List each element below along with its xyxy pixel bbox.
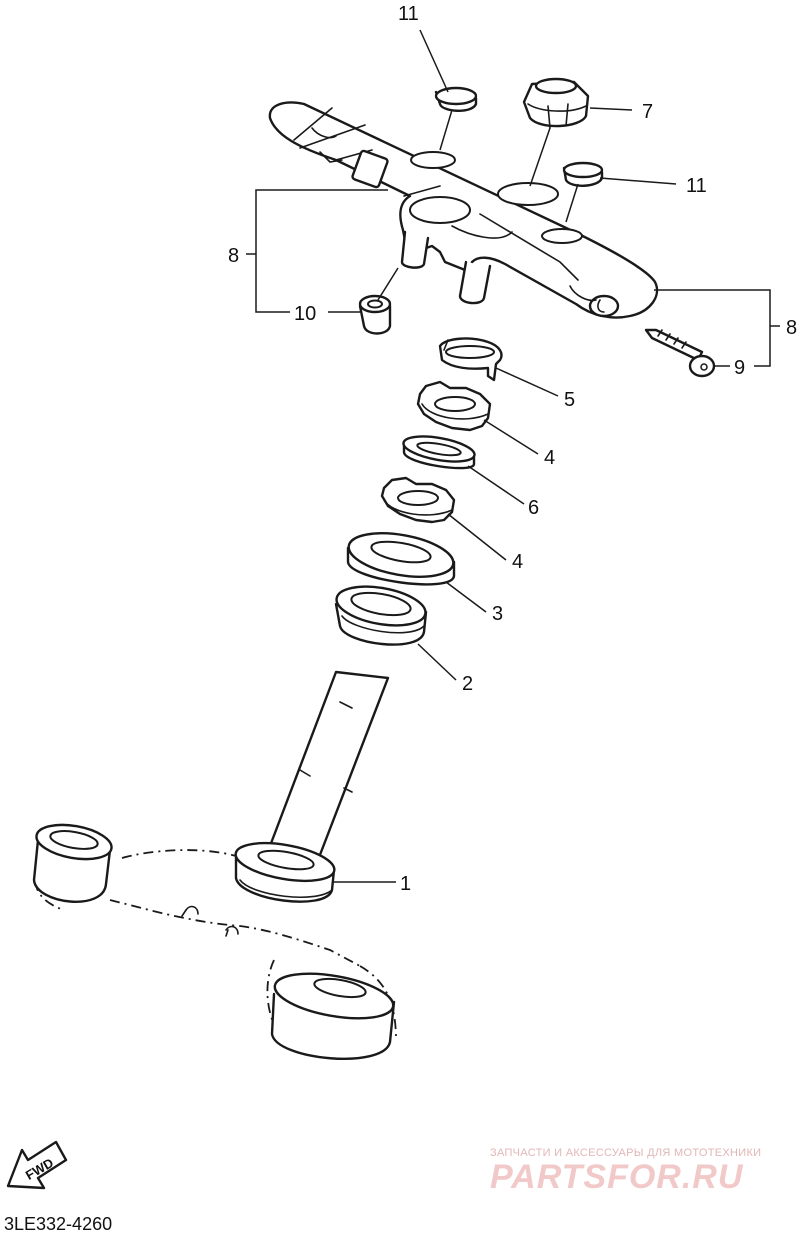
callout-labels: 11 7 11 8 10 8 9 5 4 6 4 3 2 1	[228, 3, 797, 895]
watermark-logo: PARTSFOR.RU	[490, 1158, 744, 1196]
watermark-tagline: ЗАПЧАСТИ И АКСЕССУАРЫ ДЛЯ МОТОТЕХНИКИ	[490, 1147, 761, 1159]
bearing-part-2[interactable]	[334, 580, 429, 646]
steering-stem-part-1[interactable]	[32, 670, 397, 1060]
callout-4-lower: 4	[512, 551, 523, 573]
callout-9: 9	[734, 357, 745, 379]
diagram-code: 3LE332-4260	[4, 1214, 112, 1234]
washer-part-6[interactable]	[402, 432, 477, 470]
callout-5: 5	[564, 389, 575, 411]
upper-bracket[interactable]	[268, 101, 659, 319]
bushing-part-10[interactable]	[358, 294, 392, 335]
callout-8-right: 8	[786, 317, 797, 339]
callout-4-upper: 4	[544, 447, 555, 469]
crown-nut-part-7[interactable]	[522, 77, 590, 129]
bearing-race-part-3[interactable]	[345, 526, 456, 586]
ring-nut-part-4-upper[interactable]	[416, 380, 492, 432]
callout-11-right: 11	[686, 175, 707, 197]
callout-6: 6	[528, 497, 539, 519]
bolt-part-9[interactable]	[644, 328, 716, 378]
cap-part-11-right[interactable]	[562, 161, 604, 187]
callout-3: 3	[492, 603, 503, 625]
lock-washer-part-5[interactable]	[438, 337, 503, 382]
watermark: ЗАПЧАСТИ И АКСЕССУАРЫ ДЛЯ МОТОТЕХНИКИ PA…	[490, 1147, 761, 1196]
fwd-arrow: FWD	[6, 1140, 68, 1190]
callout-10: 10	[294, 303, 316, 325]
callout-8-left: 8	[228, 245, 239, 267]
cap-part-11-left[interactable]	[434, 86, 478, 112]
ring-nut-part-4-lower[interactable]	[380, 476, 456, 524]
callout-1: 1	[400, 873, 411, 895]
callout-2: 2	[462, 673, 473, 695]
callout-11-top: 11	[398, 3, 419, 25]
leader-lines	[246, 29, 780, 883]
callout-7: 7	[642, 101, 653, 123]
